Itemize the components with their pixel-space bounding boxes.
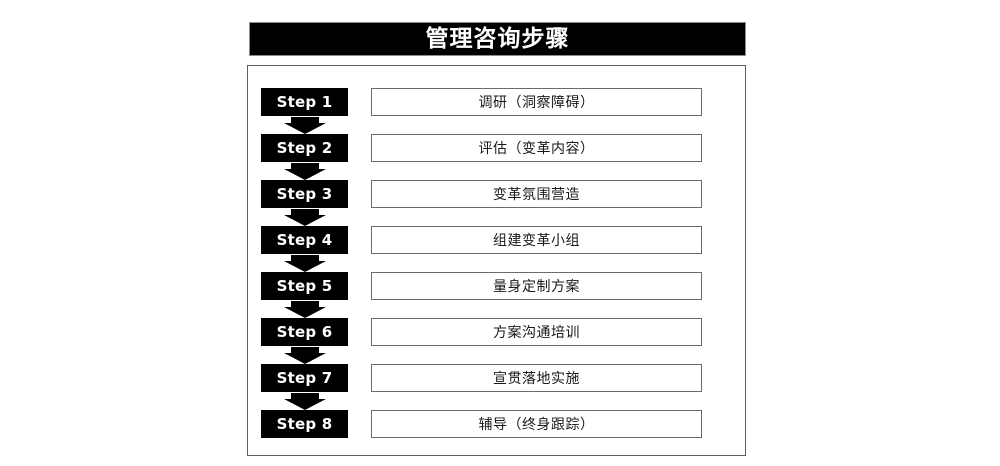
- step-badge-2[interactable]: Step 2: [261, 134, 348, 162]
- step-badge-8[interactable]: Step 8: [261, 410, 348, 438]
- step-description-2[interactable]: 评估（变革内容）: [371, 134, 702, 162]
- arrow-down-icon: [284, 117, 326, 134]
- step-badge-7[interactable]: Step 7: [261, 364, 348, 392]
- page-title-banner: 管理咨询步骤: [249, 22, 746, 56]
- arrow-down-icon: [284, 255, 326, 272]
- arrow-down-icon: [284, 163, 326, 180]
- step-flow-list: Step 1 调研（洞察障碍） Step 2 评估（变革内容）: [261, 88, 734, 438]
- flow-row: Step 6 方案沟通培训: [261, 318, 734, 364]
- flow-row: Step 3 变革氛围营造: [261, 180, 734, 226]
- step-badge-4[interactable]: Step 4: [261, 226, 348, 254]
- page-title: 管理咨询步骤: [425, 25, 570, 52]
- step-description-4[interactable]: 组建变革小组: [371, 226, 702, 254]
- flow-row: Step 1 调研（洞察障碍）: [261, 88, 734, 134]
- step-badge-5[interactable]: Step 5: [261, 272, 348, 300]
- arrow-down-icon: [284, 209, 326, 226]
- step-badge-1[interactable]: Step 1: [261, 88, 348, 116]
- flow-row: Step 2 评估（变革内容）: [261, 134, 734, 180]
- flowchart-frame: Step 1 调研（洞察障碍） Step 2 评估（变革内容）: [247, 65, 746, 456]
- step-description-1[interactable]: 调研（洞察障碍）: [371, 88, 702, 116]
- step-description-6[interactable]: 方案沟通培训: [371, 318, 702, 346]
- step-badge-6[interactable]: Step 6: [261, 318, 348, 346]
- step-description-7[interactable]: 宣贯落地实施: [371, 364, 702, 392]
- step-badge-3[interactable]: Step 3: [261, 180, 348, 208]
- flow-row: Step 8 辅导（终身跟踪）: [261, 410, 734, 438]
- flow-row: Step 4 组建变革小组: [261, 226, 734, 272]
- flow-row: Step 7 宣贯落地实施: [261, 364, 734, 410]
- flow-row: Step 5 量身定制方案: [261, 272, 734, 318]
- step-description-8[interactable]: 辅导（终身跟踪）: [371, 410, 702, 438]
- arrow-down-icon: [284, 393, 326, 410]
- step-description-3[interactable]: 变革氛围营造: [371, 180, 702, 208]
- arrow-down-icon: [284, 347, 326, 364]
- step-description-5[interactable]: 量身定制方案: [371, 272, 702, 300]
- arrow-down-icon: [284, 301, 326, 318]
